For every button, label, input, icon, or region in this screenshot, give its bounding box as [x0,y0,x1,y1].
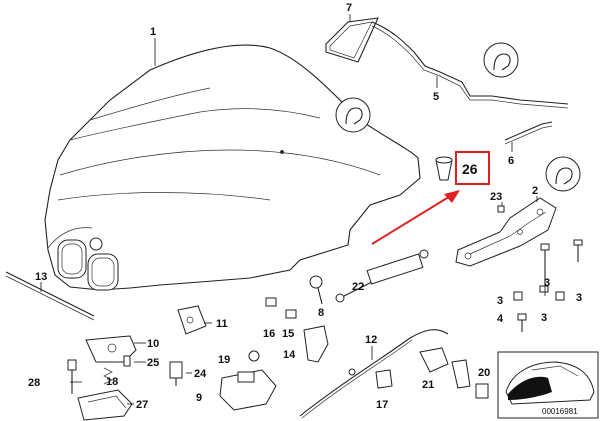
label-22: 22 [352,281,364,293]
plunger-28 [67,359,77,394]
label-17: 17 [376,399,388,411]
rubber-strip [504,121,553,145]
screw-19 [248,350,260,362]
label-15: 15 [282,328,294,340]
label-16: 16 [263,328,275,340]
gas-strut [335,249,429,303]
label-23: 23 [490,191,502,203]
nut-15 [285,309,297,319]
label-27: 27 [136,399,148,411]
label-13: 13 [35,271,47,283]
bolts-3-4 [513,285,565,332]
label-3-left: 3 [497,295,503,307]
buffer-24 [169,361,183,386]
label-12: 12 [365,334,377,346]
label-4: 4 [497,313,504,325]
label-10: 10 [147,338,159,350]
safety-catch [177,305,207,335]
label-21: 21 [422,379,434,391]
part-labels: 1 7 5 6 26 2 23 3 3 3 3 4 22 8 13 10 11 … [28,2,582,416]
label-3-upper: 3 [544,277,550,289]
actuator-9 [219,369,277,411]
vehicle-location-inset [497,351,599,419]
label-25: 25 [147,357,159,369]
label-14: 14 [283,349,296,361]
release-lever-21 [419,347,471,389]
detail-circle-upper [483,42,519,78]
label-20: 20 [478,367,490,379]
seal-strip-13 [5,271,95,321]
label-26: 26 [462,161,478,177]
red-pointer-arrow [371,190,460,245]
detail-circle-middle [335,97,371,133]
label-3-lower: 3 [541,312,547,324]
pin-8 [309,275,323,305]
label-8: 8 [318,307,324,319]
spring-18 [103,367,113,385]
label-19: 19 [218,354,230,366]
hood-support-rod [371,21,569,109]
label-9: 9 [196,392,202,404]
label-11: 11 [216,318,228,330]
part-26-bump-stop [435,156,453,181]
nut-16 [265,297,277,307]
screw-25 [123,355,131,367]
label-28: 28 [28,377,40,389]
label-6: 6 [508,155,514,167]
diagram-reference-number: 00016981 [542,407,578,416]
label-3-right: 3 [576,292,582,304]
lock-bracket [77,389,133,421]
label-24: 24 [194,368,207,380]
release-cable [299,329,449,419]
label-7: 7 [346,2,352,14]
grommet-20 [475,383,489,399]
clip-17 [375,369,393,389]
hinge-bolt-right [573,239,583,262]
hood-hinge [455,197,557,267]
bolt-3 [540,243,550,284]
label-1: 1 [150,26,156,38]
detail-circle-right [545,156,581,192]
label-18: 18 [106,376,118,388]
screw-23 [497,205,505,213]
label-5: 5 [433,91,439,103]
hood-panel [44,44,421,291]
label-2: 2 [532,185,538,197]
hood-seal [325,17,379,63]
bracket-14 [303,325,329,363]
part-26-highlight-box [455,151,490,185]
leader-lines [40,14,546,405]
